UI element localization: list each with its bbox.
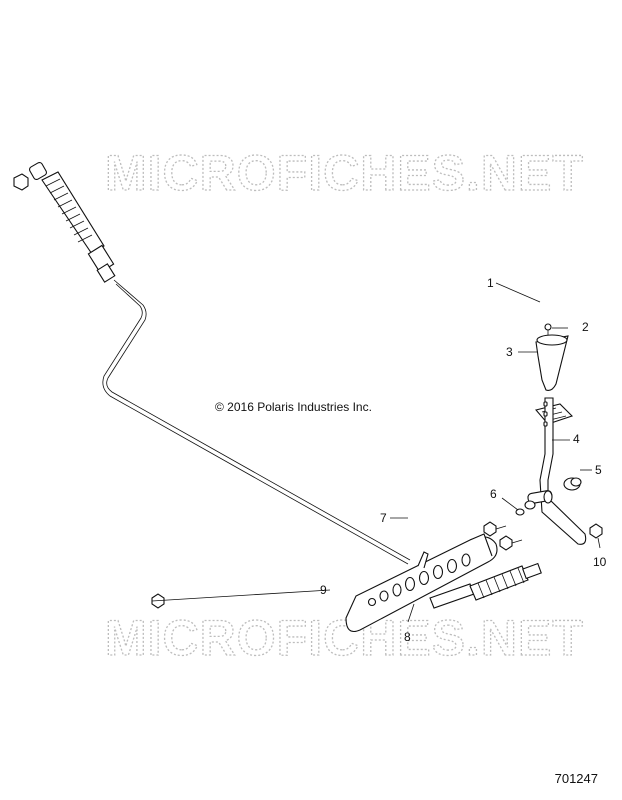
- shift-lever: [539, 397, 587, 545]
- shift-cable: [13, 161, 411, 565]
- callout-3: 3: [506, 345, 513, 359]
- bushing-5: [563, 477, 582, 491]
- shift-knob: [535, 334, 569, 391]
- cable-end-nut: [13, 173, 29, 191]
- lower-cable-end: [429, 562, 542, 609]
- bolt-upper: [483, 521, 507, 537]
- pivot-assembly: [515, 490, 553, 516]
- callout-9: 9: [320, 583, 327, 597]
- copyright-notice: © 2016 Polaris Industries Inc.: [215, 400, 372, 414]
- callout-5: 5: [595, 463, 602, 477]
- callout-2: 2: [582, 320, 589, 334]
- callout-10: 10: [593, 555, 607, 569]
- leader-lines: [151, 282, 601, 623]
- callout-4: 4: [573, 432, 580, 446]
- bolt-lower: [499, 535, 523, 551]
- nut-10: [589, 523, 603, 539]
- watermark-top: MICROFICHES.NET: [105, 145, 584, 201]
- watermark-bottom: MICROFICHES.NET: [105, 610, 584, 666]
- callout-1: 1: [487, 276, 494, 290]
- callout-7: 7: [380, 511, 387, 525]
- cable-clevis: [28, 161, 48, 181]
- diagram-id: 701247: [554, 771, 598, 786]
- lever-bracket: [345, 533, 498, 633]
- cable-boot: [41, 171, 105, 255]
- cable-ferrule-nut: [96, 263, 116, 283]
- callout-6: 6: [490, 487, 497, 501]
- callout-8: 8: [404, 630, 411, 644]
